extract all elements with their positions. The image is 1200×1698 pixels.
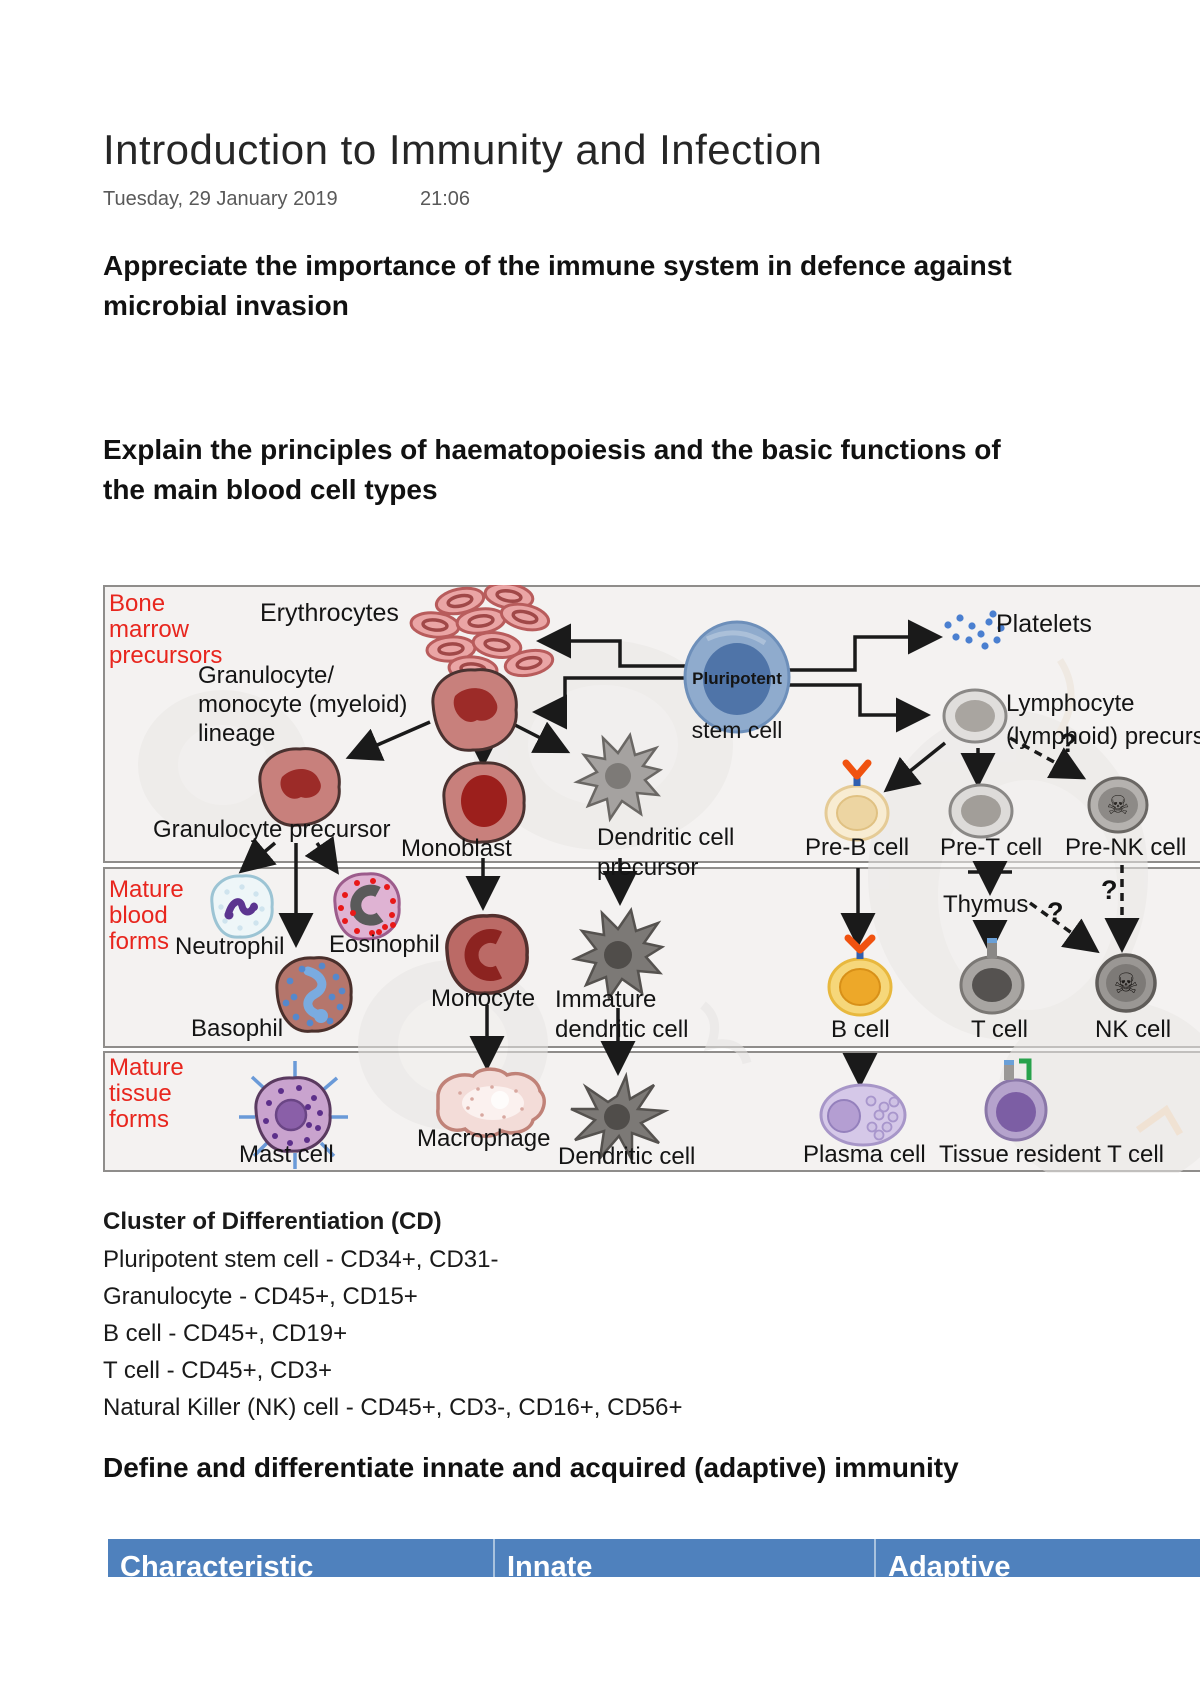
pre-b-cell-label: Pre-B cell [805,834,910,861]
basophil-label: Basophil [191,1015,284,1042]
eosinophil-label: Eosinophil [329,931,440,958]
myeloid-lineage-label: Granulocyte/ monocyte (myeloid) lineage [198,662,408,747]
mature-tissue-forms-label: Mature tissue forms [109,1054,184,1133]
pre-b-cell-icon [824,759,890,842]
objective-heading-2: Explain the principles of haematopoiesis… [103,434,1001,505]
table-header-adaptive: Adaptive [874,1539,1200,1577]
pluripotent-stem-cell-label: Pluripotent stem cell [691,669,783,743]
diagram-artwork: ☠ [138,585,1200,1173]
nk-cell-icon: ☠ [1095,953,1157,1013]
cd-line: Natural Killer (NK) cell - CD45+, CD3-, … [103,1394,683,1421]
plasma-cell-label: Plasma cell [803,1141,926,1168]
plasma-cell-icon [819,1083,907,1147]
thymus-label: Thymus [943,891,1029,918]
basophil-icon [275,956,353,1033]
platelets-label: Platelets [996,610,1092,638]
mast-cell-icon [239,1061,348,1169]
t-cell-label: T cell [971,1016,1028,1043]
cd-line: Granulocyte - CD45+, CD15+ [103,1283,418,1310]
tissue-resident-t-cell-icon [984,1058,1048,1142]
dendritic-cell-label: Dendritic cell [558,1143,696,1170]
page-title: Introduction to Immunity and Infection [103,126,823,173]
myeloid-progenitor-icon [431,668,518,752]
pre-t-cell-label: Pre-T cell [940,834,1043,861]
mast-cell-label: Mast cell [239,1141,334,1168]
innate-adaptive-table-header: Characteristic Innate Adaptive [108,1539,1200,1577]
granulocyte-precursor-icon [258,747,341,827]
cd-line: T cell - CD45+, CD3+ [103,1357,332,1384]
monoblast-icon [442,761,526,844]
granulocyte-precursor-label: Granulocyte precursor [153,816,391,843]
erythrocytes-label: Erythrocytes [260,599,399,627]
monoblast-label: Monoblast [401,835,512,862]
macrophage-label: Macrophage [417,1125,551,1152]
tissue-resident-t-cell-label: Tissue resident T cell [939,1141,1164,1168]
immature-dendritic-cell-icon [571,906,666,1002]
objective-heading-3: Define and differentiate innate and acqu… [103,1452,959,1483]
haematopoiesis-diagram: ☠ [103,585,1200,1173]
neutrophil-icon [210,874,274,939]
monocyte-label: Monocyte [431,985,536,1012]
cd-heading: Cluster of Differentiation (CD) [103,1208,442,1235]
b-cell-icon [827,934,893,1017]
cd-line: B cell - CD45+, CD19+ [103,1320,348,1347]
question-mark: ? [1060,728,1077,758]
bone-marrow-precursors-label: Bone marrow precursors [109,590,223,669]
eosinophil-icon [333,872,401,941]
platelets-icon [944,610,1005,650]
monocyte-icon [445,914,529,995]
pre-nk-cell-icon: ☠ [1087,776,1149,834]
pluripotent-stem-cell-icon [683,620,791,734]
dendritic-precursor-label: Dendritic cell precursor [597,824,735,881]
cd-line: Pluripotent stem cell - CD34+, CD31- [103,1246,499,1273]
table-header-characteristic: Characteristic [120,1551,314,1577]
pre-nk-cell-label: Pre-NK cell [1065,834,1187,861]
lymphoid-precursor-icon [942,688,1008,744]
question-mark: ? [1047,897,1064,927]
nk-cell-label: NK cell [1095,1016,1172,1043]
note-time: 21:06 [420,188,471,210]
lymphoid-precursor-label: Lymphocyte (lymphoid) precursor [1006,690,1200,750]
macrophage-icon [436,1067,546,1138]
lineage-arrows [238,619,1140,1088]
pre-t-cell-icon [948,783,1014,839]
neutrophil-label: Neutrophil [175,933,285,960]
note-date: Tuesday, 29 January 2019 [103,188,338,210]
b-cell-label: B cell [831,1016,890,1043]
objective-heading-1: Appreciate the importance of the immune … [103,250,1012,321]
dendritic-cell-icon [570,1071,670,1163]
mature-blood-forms-label: Mature blood forms [109,876,184,955]
dendritic-cell-precursor-icon [573,731,664,823]
skull-icon: ☠ [1106,790,1129,820]
question-mark: ? [1101,875,1118,905]
table-header-innate: Innate [493,1539,874,1577]
t-cell-icon [959,938,1025,1015]
immature-dendritic-label: Immature dendritic cell [555,986,689,1043]
skull-icon: ☠ [1113,968,1138,999]
